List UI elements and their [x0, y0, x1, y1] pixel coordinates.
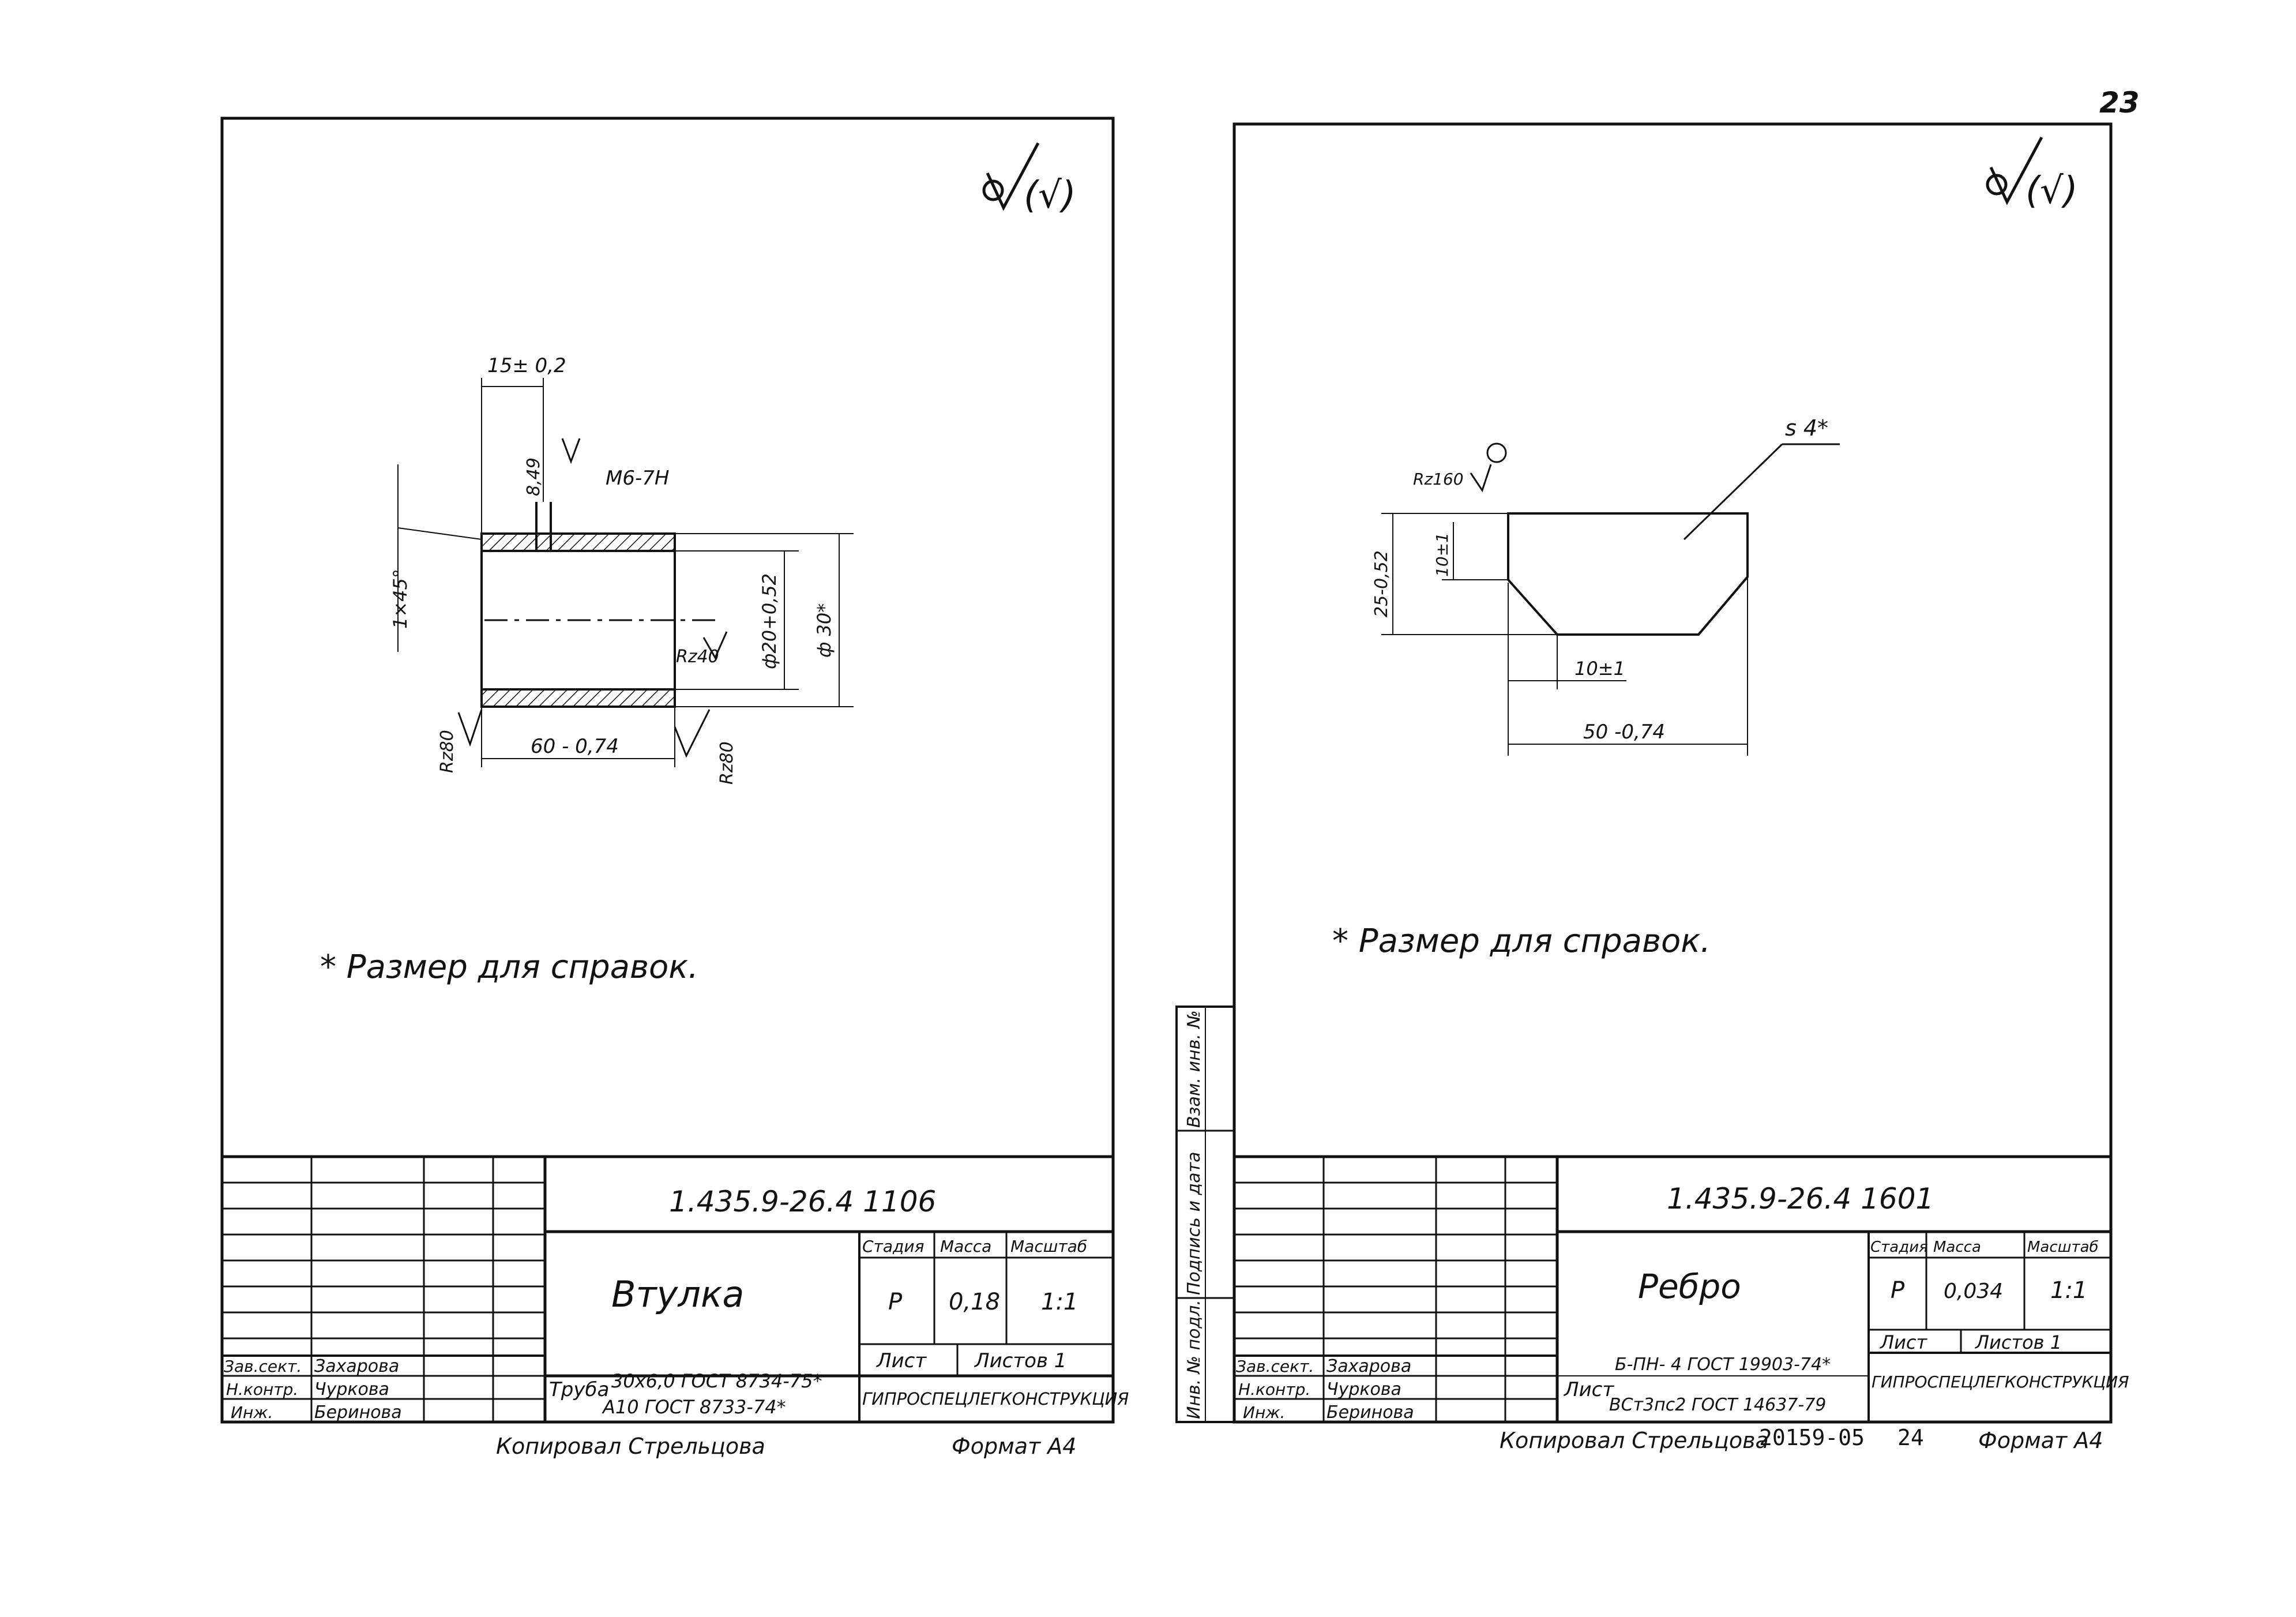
right-name-3: Беринова [1327, 1402, 1414, 1423]
left-role-2: Н.контр. [226, 1380, 298, 1399]
left-material-1: 30х6,0 ГОСТ 8734-75* [611, 1370, 822, 1392]
left-stage: Р [888, 1289, 903, 1315]
left-h-mass: Масса [940, 1237, 991, 1256]
left-roughness-symbol [982, 142, 1040, 211]
dim-height: 25-0,52 [1371, 550, 1392, 617]
dim-s4: s 4* [1785, 415, 1828, 441]
left-format: Формат А4 [952, 1434, 1076, 1459]
left-role-3: Инж. [231, 1403, 273, 1422]
left-scale: 1:1 [1041, 1289, 1078, 1315]
right-note: * Размер для справок. [1332, 922, 1711, 960]
dim-rz80-left: Rz80 [437, 730, 457, 773]
left-note: * Размер для справок. [320, 948, 698, 986]
dim-15: 15± 0,2 [487, 354, 566, 377]
right-h-scale: Масштаб [2027, 1239, 2099, 1256]
rib-drawing [1381, 442, 1840, 756]
left-doc-number: 1.435.9-26.4 1106 [669, 1185, 936, 1218]
right-role-2: Н.контр. [1238, 1380, 1310, 1399]
footer-series: 20159-05 [1759, 1425, 1865, 1450]
right-sheet-label: Лист [1880, 1331, 1927, 1353]
right-roughness-mark: (√) [2026, 170, 2078, 212]
right-role-1: Зав.сект. [1236, 1357, 1314, 1376]
bushing-drawing [397, 378, 854, 767]
dim-rz160: Rz160 [1413, 470, 1464, 489]
left-name-3: Беринова [314, 1402, 402, 1423]
right-h-stage: Стадия [1870, 1239, 1928, 1256]
dim-height-2: 10±1 [1433, 532, 1452, 577]
page-number: 23 [2099, 86, 2140, 119]
left-sheet-label: Лист [875, 1349, 927, 1372]
dim-outer-dia: ф 30* [813, 603, 835, 658]
right-role-3: Инж. [1243, 1403, 1285, 1422]
left-part-name: Втулка [611, 1273, 744, 1315]
left-roughness-mark: (√) [1024, 174, 1076, 217]
left-h-stage: Стадия [862, 1237, 924, 1256]
dim-length: 60 - 0,74 [531, 735, 619, 758]
right-h-mass: Масса [1933, 1239, 1981, 1256]
left-sheet: (√) [220, 117, 1115, 1424]
right-doc-number: 1.435.9-26.4 1601 [1667, 1182, 1934, 1215]
left-h-scale: Масштаб [1010, 1237, 1087, 1256]
right-copied-by: Копировал Стрельцова [1500, 1428, 1769, 1453]
left-org: ГИПРОСПЕЦЛЕГКОНСТРУКЦИЯ [862, 1389, 1129, 1409]
footer-sheet-ref: 24 [1897, 1425, 1924, 1450]
left-sheets-label: Листов 1 [974, 1349, 1066, 1372]
side-label-replace: Взам. инв. № [1184, 1010, 1204, 1128]
left-name-1: Захарова [314, 1356, 399, 1376]
right-mass: 0,034 [1944, 1280, 2003, 1303]
left-mass: 0,18 [949, 1289, 1000, 1315]
dim-rz40: Rz40 [676, 647, 719, 667]
dim-rz80-right: Rz80 [717, 741, 737, 785]
dim-width-2: 10±1 [1574, 658, 1625, 680]
right-title-block [1232, 1155, 2113, 1424]
right-scale: 1:1 [2050, 1277, 2087, 1304]
left-material-label: Труба [549, 1378, 609, 1401]
right-material-1: Б-ПН- 4 ГОСТ 19903-74* [1615, 1355, 1831, 1375]
dim-chamfer: 1×45° [389, 569, 411, 629]
dim-8: 8,49 [524, 457, 544, 496]
left-material-2: А10 ГОСТ 8733-74* [602, 1396, 786, 1418]
right-format: Формат А4 [1978, 1428, 2103, 1453]
right-part-name: Ребро [1638, 1267, 1741, 1306]
right-stage: Р [1891, 1277, 1905, 1304]
left-role-1: Зав.сект. [224, 1357, 302, 1376]
right-roughness-symbol [1986, 136, 2043, 205]
right-sheet: (√) [1175, 122, 2113, 1424]
left-name-2: Чуркова [314, 1379, 389, 1400]
side-label-signature: Подпись и дата [1184, 1152, 1204, 1296]
side-label-inv: Инв. № подл. [1184, 1300, 1204, 1419]
dim-width: 50 -0,74 [1583, 721, 1665, 744]
dim-inner-dia: ф20+0,52 [758, 573, 780, 669]
left-copied-by: Копировал Стрельцова [496, 1434, 765, 1459]
right-material-label: Лист [1563, 1378, 1614, 1401]
right-name-2: Чуркова [1327, 1379, 1401, 1400]
left-title-block [220, 1155, 1115, 1424]
right-org: ГИПРОСПЕЦЛЕГКОНСТРУКЦИЯ [1872, 1372, 2129, 1391]
right-material-2: ВСт3пс2 ГОСТ 14637-79 [1609, 1395, 1826, 1415]
dim-thread: M6-7H [606, 467, 669, 490]
right-sheets-label: Листов 1 [1975, 1331, 2062, 1353]
right-name-1: Захарова [1327, 1356, 1411, 1376]
